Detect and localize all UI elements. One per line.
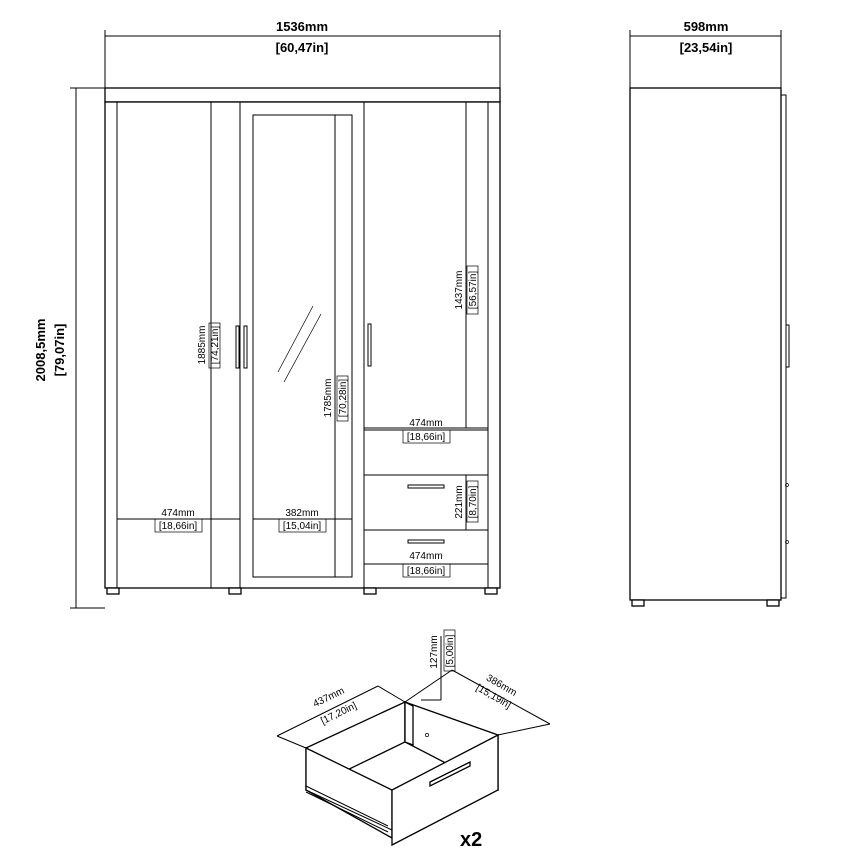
overall-height-dimension: 2008,5mm [79,07in] — [33, 87, 105, 609]
left-compartment-width-in: [18,66in] — [159, 521, 198, 532]
right-compartment-width-mm: 474mm — [409, 418, 442, 429]
drawer-box — [305, 700, 499, 847]
left-compartment-width-dimension: 474mm [18,66in] — [117, 508, 240, 533]
right-drawer-bottom-handle — [407, 539, 445, 544]
drawer-height-detail-in: [5,00in] — [445, 634, 456, 667]
depth-dimension: 598mm [23,54in] — [629, 19, 782, 88]
bottom-drawer-width-in: [18,66in] — [407, 566, 446, 577]
drawer-detail: 437mm [17,20in] 127mm [5,00in] 386mm [15… — [276, 629, 551, 851]
bottom-drawer-width-mm: 474mm — [409, 551, 442, 562]
right-door-height-mm: 1437mm — [454, 271, 465, 310]
wardrobe-carcass — [104, 101, 501, 589]
front-feet — [106, 587, 498, 595]
overall-width-mm: 1536mm — [276, 19, 328, 34]
drawer-height-dimension: 221mm [8,70in] — [454, 475, 479, 530]
side-panel — [629, 87, 782, 601]
drawer-quantity-label: x2 — [460, 829, 482, 851]
overall-height-mm: 2008,5mm — [33, 319, 48, 382]
side-handle — [785, 324, 790, 368]
left-door-height-dimension: 1885mm [74,21in] — [197, 322, 221, 369]
mirror-reflection-lines — [277, 305, 322, 383]
depth-mm: 598mm — [684, 19, 729, 34]
mirror-width-in: [15,04in] — [283, 521, 322, 532]
drawer-height-dimension-detail: 127mm [5,00in] — [421, 629, 456, 701]
bottom-drawer-width-dimension: 474mm [18,66in] — [364, 551, 488, 578]
front-view: 1536mm [60,47in] — [33, 19, 501, 609]
right-door-height-in: [56,57in] — [468, 271, 479, 310]
left-compartment-width-mm: 474mm — [161, 508, 194, 519]
depth-in: [23,54in] — [680, 40, 733, 55]
left-door-height-mm: 1885mm — [197, 326, 208, 365]
right-drawer-bottom — [363, 529, 489, 589]
right-compartment-width-dimension: 474mm [18,66in] — [364, 418, 488, 444]
side-view: 598mm [23,54in] — [629, 19, 790, 607]
mirror-height-dimension: 1785mm [70,28in] — [323, 115, 349, 577]
right-compartment-width-in: [18,66in] — [407, 432, 446, 443]
mirror-height-mm: 1785mm — [323, 379, 334, 418]
wardrobe-top-cornice — [104, 87, 501, 103]
right-drawer-middle-handle — [407, 484, 445, 489]
mirror-width-dimension: 382mm [15,04in] — [253, 508, 352, 533]
left-door-height-in: [74,21in] — [210, 326, 221, 365]
drawer-height-in: [8,70in] — [468, 485, 479, 518]
right-door-height-dimension: 1437mm [56,57in] — [454, 102, 479, 428]
drawer-height-mm: 221mm — [454, 485, 465, 518]
right-door-handle — [367, 323, 372, 367]
mirror-panel — [252, 114, 353, 578]
overall-width-in: [60,47in] — [276, 40, 329, 55]
overall-height-in: [79,07in] — [52, 324, 67, 377]
left-door-handle — [235, 325, 240, 369]
mirror-door-handle — [243, 325, 248, 369]
overall-width-dimension: 1536mm [60,47in] — [104, 19, 501, 88]
mirror-height-in: [70,28in] — [338, 379, 349, 418]
side-door-edge — [780, 94, 787, 599]
drawer-height-detail-mm: 127mm — [429, 635, 440, 668]
mirror-width-mm: 382mm — [285, 508, 318, 519]
side-feet — [631, 599, 780, 607]
drawer-front-handle — [429, 760, 471, 788]
